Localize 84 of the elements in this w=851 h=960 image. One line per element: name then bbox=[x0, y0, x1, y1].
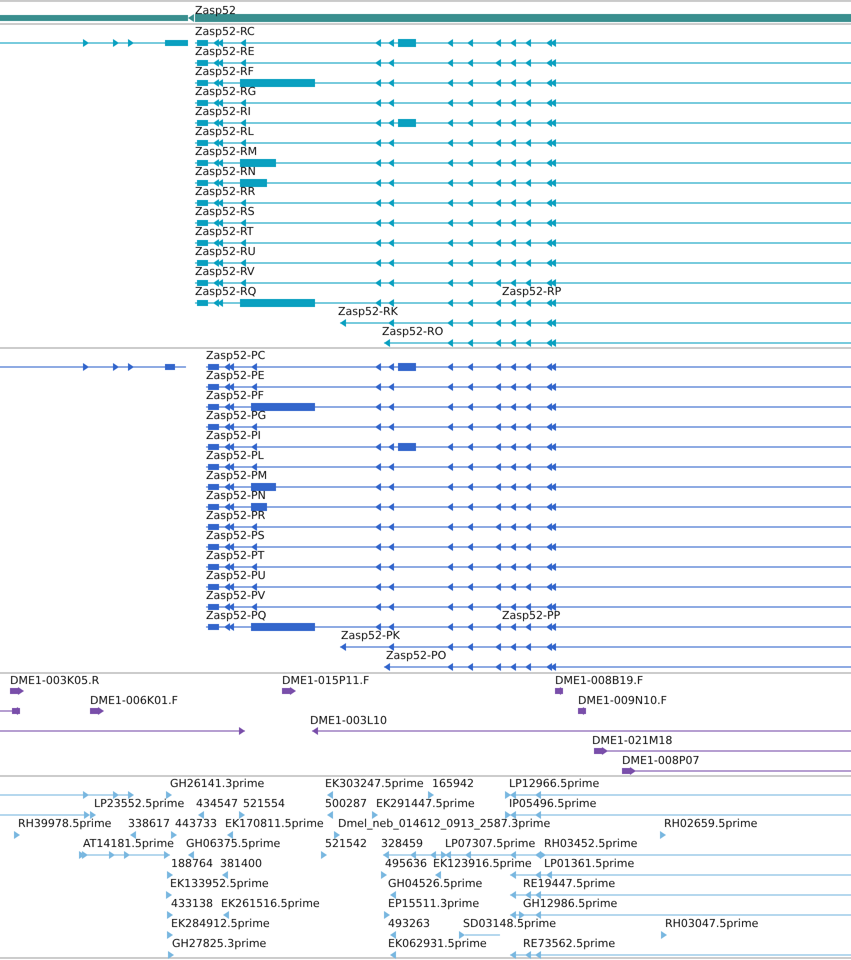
feature-label: DME1-009N10.F bbox=[578, 694, 667, 707]
feature-label: 521542 bbox=[325, 837, 367, 850]
feature-label: GH04526.5prime bbox=[388, 877, 482, 890]
feature-label: Zasp52-PE bbox=[206, 369, 265, 382]
feature-label: EK170811.5prime bbox=[225, 817, 324, 830]
feature-label: EK133952.5prime bbox=[170, 877, 269, 890]
feature-label: Zasp52-PF bbox=[206, 389, 264, 402]
feature-label: RH03047.5prime bbox=[665, 917, 758, 930]
feature-label: DME1-006K01.F bbox=[90, 694, 178, 707]
feature-label: Zasp52-RT bbox=[195, 225, 254, 238]
feature-label: Zasp52-PU bbox=[206, 569, 266, 582]
feature-label: Zasp52-RQ bbox=[195, 285, 256, 298]
feature-label: Zasp52-PM bbox=[206, 469, 268, 482]
feature-label: EP15511.3prime bbox=[388, 897, 480, 910]
feature-label: 443733 bbox=[175, 817, 217, 830]
feature-label: EK123916.5prime bbox=[433, 857, 532, 870]
feature-label: SD03148.5prime bbox=[463, 917, 556, 930]
feature-label: 434547 bbox=[196, 797, 238, 810]
feature-label: DME1-008P07 bbox=[622, 754, 700, 767]
feature-label: Zasp52 bbox=[195, 4, 236, 17]
feature-label: LP01361.5prime bbox=[544, 857, 634, 870]
feature-label: EK303247.5prime bbox=[325, 777, 424, 790]
feature-label: GH12986.5prime bbox=[523, 897, 618, 910]
feature-label: 500287 bbox=[325, 797, 367, 810]
feature-label: Zasp52-RI bbox=[195, 105, 251, 118]
feature-label: Zasp52-PK bbox=[341, 629, 400, 642]
feature-label: EK062931.5prime bbox=[388, 937, 487, 950]
feature-label: Zasp52-RP bbox=[502, 285, 562, 298]
feature-label: 433138 bbox=[171, 897, 213, 910]
feature-label: Zasp52-PN bbox=[206, 489, 266, 502]
feature-label: Zasp52-PI bbox=[206, 429, 261, 442]
feature-label: Zasp52-RC bbox=[195, 25, 255, 38]
feature-label: RE19447.5prime bbox=[523, 877, 616, 890]
feature-label: 381400 bbox=[220, 857, 262, 870]
feature-label: 493263 bbox=[388, 917, 430, 930]
feature-label: DME1-021M18 bbox=[592, 734, 672, 747]
feature-label: Zasp52-RK bbox=[338, 305, 398, 318]
feature-label: 521554 bbox=[243, 797, 285, 810]
feature-label: Zasp52-PR bbox=[206, 509, 266, 522]
feature-label: DME1-008B19.F bbox=[555, 674, 644, 687]
feature-label: LP12966.5prime bbox=[509, 777, 600, 790]
feature-label: RH02659.5prime bbox=[664, 817, 758, 830]
feature-label: Zasp52-PG bbox=[206, 409, 266, 422]
feature-label: Zasp52-RE bbox=[195, 45, 255, 58]
feature-label: Zasp52-RR bbox=[195, 185, 256, 198]
feature-label: RE73562.5prime bbox=[523, 937, 616, 950]
feature-label: GH26141.3prime bbox=[170, 777, 264, 790]
feature-label: 338617 bbox=[128, 817, 170, 830]
feature-label: EK284912.5prime bbox=[171, 917, 270, 930]
feature-label: EK291447.5prime bbox=[376, 797, 475, 810]
feature-label: Zasp52-PS bbox=[206, 529, 265, 542]
feature-label: Zasp52-RL bbox=[195, 125, 254, 138]
feature-label: GH27825.3prime bbox=[172, 937, 266, 950]
feature-label: Zasp52-RG bbox=[195, 85, 256, 98]
feature-label: Zasp52-PO bbox=[386, 649, 446, 662]
feature-label: RH39978.5prime bbox=[18, 817, 112, 830]
feature-label: Zasp52-RN bbox=[195, 165, 256, 178]
feature-label: Dmel_neb_014612_0913_2587.3prime bbox=[338, 817, 550, 830]
feature-label: Zasp52-RM bbox=[195, 145, 258, 158]
feature-label: 495636 bbox=[385, 857, 427, 870]
feature-label: Zasp52-PL bbox=[206, 449, 264, 462]
feature-label: DME1-003K05.R bbox=[10, 674, 100, 687]
feature-label: Zasp52-PQ bbox=[206, 609, 266, 622]
feature-label: IP05496.5prime bbox=[509, 797, 596, 810]
feature-label: Zasp52-RU bbox=[195, 245, 256, 258]
feature-label: Zasp52-PC bbox=[206, 349, 266, 362]
feature-label: AT14181.5prime bbox=[83, 837, 174, 850]
feature-label: 188764 bbox=[171, 857, 213, 870]
feature-label: 328459 bbox=[381, 837, 423, 850]
feature-label: DME1-015P11.F bbox=[282, 674, 370, 687]
feature-label: Zasp52-PP bbox=[502, 609, 560, 622]
feature-label: LP23552.5prime bbox=[94, 797, 184, 810]
feature-label: 165942 bbox=[432, 777, 474, 790]
feature-label: Zasp52-RO bbox=[382, 325, 444, 338]
feature-label: LP07307.5prime bbox=[445, 837, 536, 850]
feature-label: Zasp52-RS bbox=[195, 205, 255, 218]
feature-label: RH03452.5prime bbox=[544, 837, 638, 850]
feature-label: Zasp52-PT bbox=[206, 549, 264, 562]
feature-label: GH06375.5prime bbox=[186, 837, 280, 850]
feature-label: Zasp52-RV bbox=[195, 265, 255, 278]
feature-label: Zasp52-PV bbox=[206, 589, 266, 602]
feature-label: EK261516.5prime bbox=[221, 897, 320, 910]
feature-label: DME1-003L10 bbox=[310, 714, 387, 727]
feature-label: Zasp52-RF bbox=[195, 65, 254, 78]
